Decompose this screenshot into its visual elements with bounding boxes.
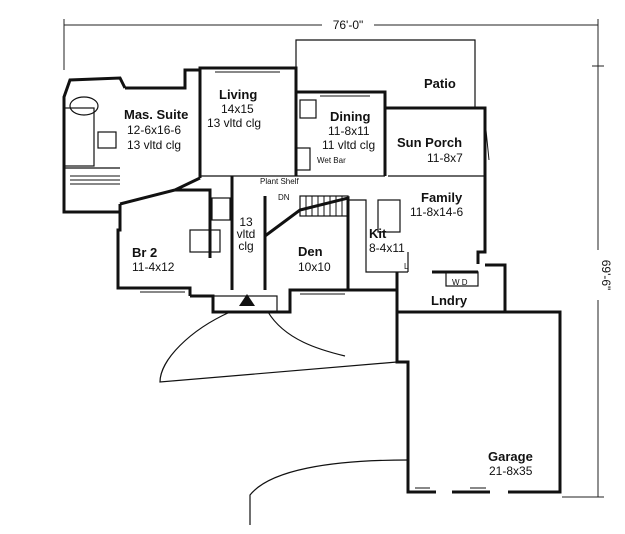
- plant-shelf-label: Plant Shelf: [260, 177, 299, 186]
- room-patio: Patio: [424, 76, 456, 91]
- dn-label: DN: [278, 193, 290, 202]
- stairs: [299, 195, 349, 217]
- room-br2: Br 2 11-4x12: [132, 245, 175, 274]
- entry-porch: [212, 294, 278, 313]
- room-garage: Garage 21-8x35: [488, 449, 533, 478]
- den-size: 10x10: [298, 260, 331, 274]
- foyer: 13 vltd clg: [237, 215, 256, 253]
- dining-size: 11-8x11: [328, 124, 370, 138]
- width-dimension: 76'-0": [63, 16, 599, 70]
- dining-note: 11 vltd clg: [322, 138, 375, 152]
- living-name: Living: [219, 87, 257, 102]
- windows: [70, 67, 490, 489]
- sun-porch-name: Sun Porch: [397, 135, 462, 150]
- room-sun-porch: Sun Porch 11-8x7: [397, 135, 463, 165]
- den-name: Den: [298, 244, 323, 259]
- entry-arrow: [239, 294, 255, 306]
- kit-size: 8-4x11: [369, 241, 405, 255]
- living-note: 13 vltd clg: [207, 116, 261, 130]
- lndry-name: Lndry: [431, 293, 468, 308]
- foyer-line1: 13: [239, 215, 253, 229]
- mas-suite-note: 13 vltd clg: [127, 138, 181, 152]
- sun-porch-size: 11-8x7: [427, 151, 463, 165]
- driveway: [159, 311, 409, 525]
- kit-name: Kit: [369, 226, 387, 241]
- width-dimension-label: 76'-0": [333, 18, 364, 32]
- br2-name: Br 2: [132, 245, 157, 260]
- family-name: Family: [421, 190, 463, 205]
- mas-suite-size: 12-6x16-6: [127, 123, 181, 137]
- room-family: Family 11-8x14-6: [410, 190, 463, 219]
- wet-bar-label: Wet Bar: [317, 156, 346, 165]
- mas-suite-name: Mas. Suite: [124, 107, 188, 122]
- washer-dryer-label: W D: [452, 278, 468, 287]
- room-living: Living 14x15 13 vltd clg: [207, 87, 261, 130]
- garage-name: Garage: [488, 449, 533, 464]
- depth-dimension: 69'-6": [562, 25, 613, 498]
- br2-size: 11-4x12: [132, 260, 175, 274]
- garage-size: 21-8x35: [489, 464, 533, 478]
- room-den: Den 10x10: [298, 244, 331, 274]
- kit-l-label: L: [404, 262, 409, 271]
- room-master-suite: Mas. Suite 12-6x16-6 13 vltd clg: [124, 107, 188, 152]
- foyer-line2: vltd: [237, 227, 256, 241]
- room-dining: Dining 11-8x11 11 vltd clg: [322, 109, 375, 152]
- living-size: 14x15: [221, 102, 254, 116]
- depth-dimension-label: 69'-6": [599, 260, 613, 291]
- dining-name: Dining: [330, 109, 370, 124]
- interior-walls: [63, 70, 485, 290]
- room-kitchen: Kit 8-4x11: [369, 226, 405, 255]
- foyer-line3: clg: [238, 239, 253, 253]
- patio-label: Patio: [424, 76, 456, 91]
- family-size: 11-8x14-6: [410, 205, 463, 219]
- room-laundry: Lndry: [431, 293, 468, 308]
